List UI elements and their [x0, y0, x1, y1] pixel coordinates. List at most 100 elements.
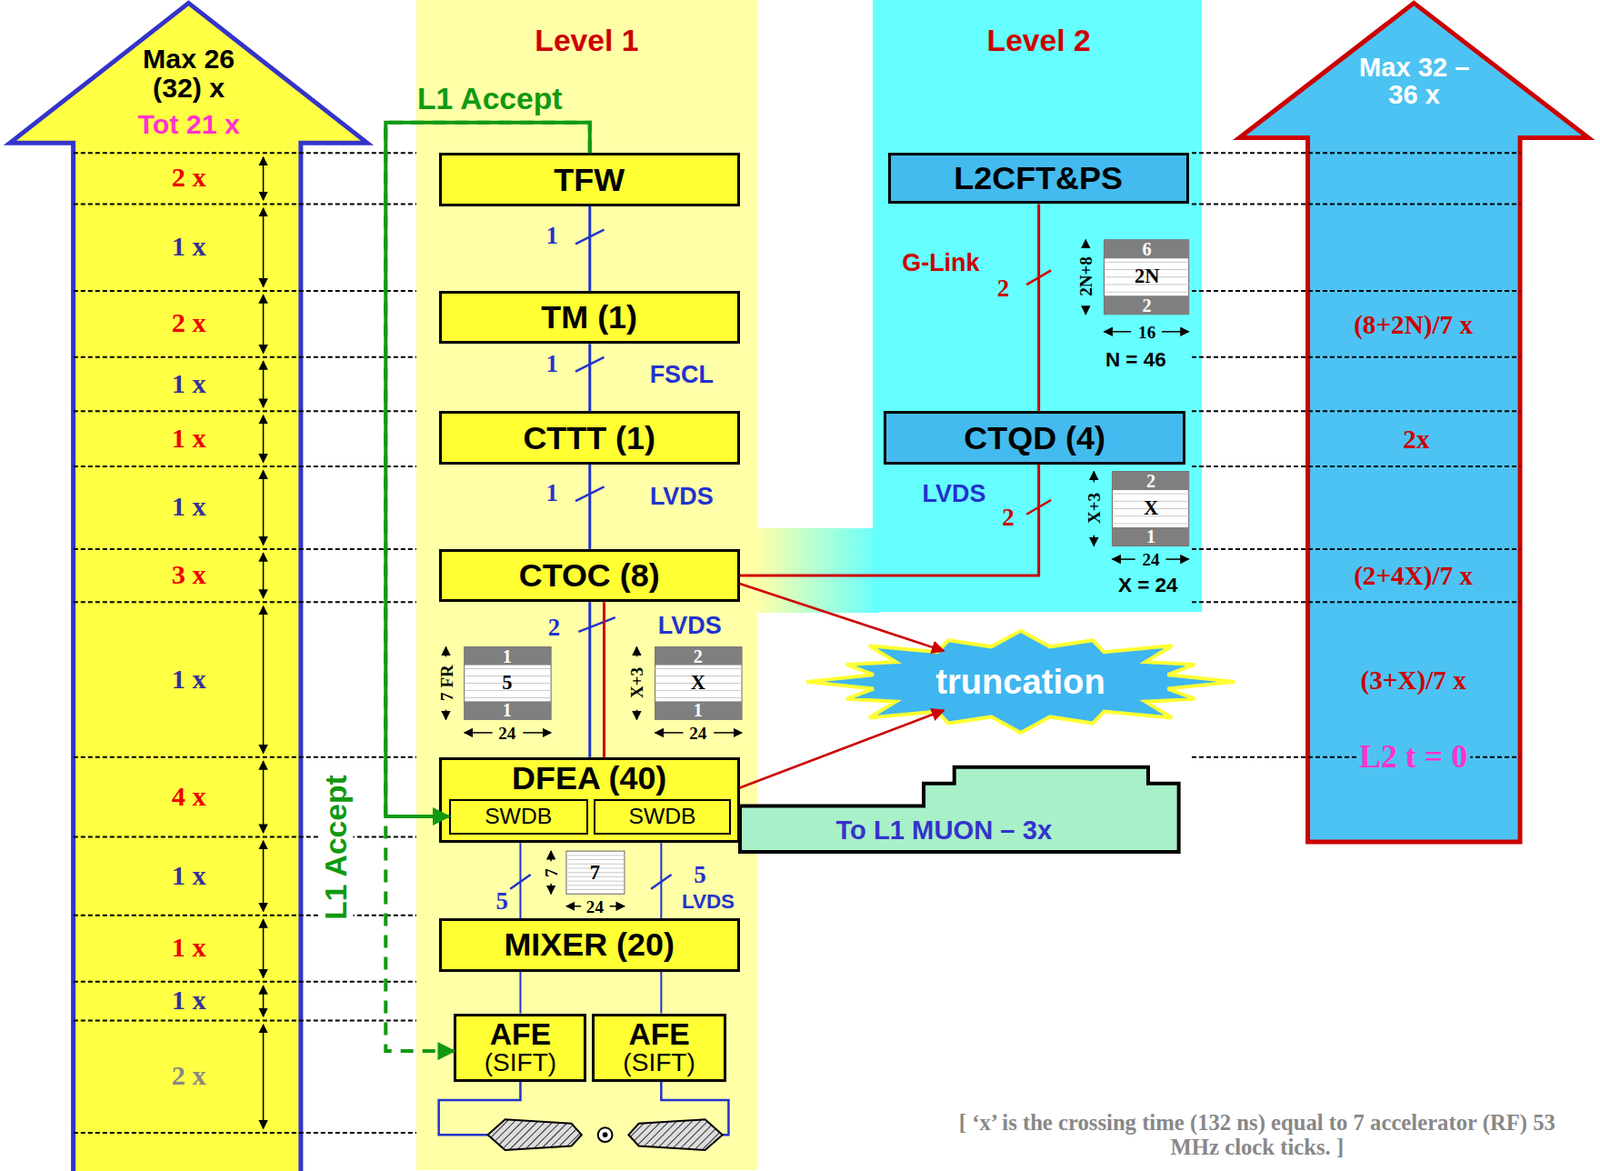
node-title: To L1 MUON – 3x: [835, 815, 1052, 844]
time-line: [1191, 600, 1520, 603]
timing-arrow: Max 32 – 36 x: [1236, 0, 1592, 845]
interval-label: 1 x: [171, 423, 207, 454]
time-line: [1191, 202, 1520, 205]
process-box: TM (1): [439, 290, 740, 344]
node-title: AFE: [490, 1019, 551, 1050]
frame-label: 5: [501, 671, 512, 695]
node-title: Max 32 – 36 x: [1348, 53, 1481, 110]
interval-label: 4 x: [171, 781, 207, 812]
node-title: Level 2: [987, 24, 1091, 57]
dimension-line: [713, 731, 742, 734]
time-line: [1191, 465, 1520, 468]
beam-pipe: [598, 1127, 613, 1142]
bus-label: 1: [546, 480, 559, 508]
latency-label: (3+X)/7 x: [1360, 665, 1466, 695]
interval-arrow: [262, 760, 265, 833]
dimension-line: [610, 905, 625, 908]
node-title: L2CFT&PS: [953, 161, 1123, 195]
frame-label: 2: [1146, 470, 1156, 491]
dimension-line: [464, 731, 493, 734]
node-title: TM (1): [540, 300, 638, 334]
interval-arrow: [262, 919, 265, 978]
node-title: CTOC (8): [519, 559, 660, 592]
time-line: [73, 980, 417, 983]
node-title: TFW: [553, 163, 625, 197]
dimension-label: 24: [498, 722, 516, 742]
footnote: [ ‘x’ is the crossing time (132 ns) equa…: [950, 1110, 1563, 1160]
connector: [519, 971, 521, 1014]
bus-label: 5: [496, 888, 509, 916]
node-subtitle: Tot 21 x: [138, 110, 240, 140]
dimension-label: 7: [541, 868, 561, 878]
connector: [740, 583, 945, 651]
burst-shape: [806, 630, 1235, 733]
dimension-line: [1093, 471, 1096, 483]
process-box: DFEA (40)SWDBSWDB: [439, 757, 740, 843]
dimension-line: [522, 731, 551, 734]
bus-label: 2: [548, 615, 560, 643]
level-panel: Level 1TFWTM (1)CTTT (1)CTOC (8)DFEA (40…: [416, 0, 758, 1170]
frame-label: 2: [1142, 295, 1152, 316]
frame-label: X: [1143, 497, 1159, 520]
interval-arrow: [262, 985, 265, 1017]
connector: [740, 710, 945, 788]
bus-label: N = 46: [1105, 349, 1167, 372]
bus-label: LVDS: [650, 483, 714, 511]
frame-label: 1: [502, 700, 512, 720]
process-box: TFW: [439, 152, 740, 206]
timing-arrow-shape: [1240, 2, 1590, 842]
latency-label: L2 t = 0: [1356, 739, 1470, 776]
interval-label: 1 x: [171, 232, 207, 263]
interval-label: 1 x: [171, 369, 207, 400]
dimension-line: [636, 647, 639, 658]
frame-icon: [566, 850, 625, 894]
beam-pipe: [602, 1131, 609, 1138]
time-line: [73, 356, 417, 359]
dimension-line: [1093, 535, 1096, 547]
dimension-line: [636, 710, 639, 720]
dimension-line: [1161, 330, 1190, 333]
bus-label: FSCL: [650, 361, 714, 390]
connector: [588, 343, 591, 411]
time-line: [73, 1131, 417, 1134]
interval-arrow: [262, 208, 265, 287]
connector: [588, 464, 591, 550]
frame-label: 2: [693, 646, 703, 667]
node-title: MIXER (20): [503, 928, 675, 961]
timing-arrow-shape: [10, 2, 368, 1171]
time-line: [73, 1019, 417, 1021]
dimension-line: [445, 647, 448, 658]
dimension-label: X+3: [1084, 492, 1104, 524]
interval-arrow: [262, 470, 265, 545]
frame-label: 1: [502, 646, 512, 667]
frame-label: 7: [590, 860, 600, 884]
time-line: [73, 914, 417, 917]
frontend-box: AFE(SIFT): [591, 1013, 727, 1082]
process-box: CTQD (4): [883, 410, 1186, 464]
signal-label: L1 Accept: [320, 771, 354, 923]
fibre-bundle: [488, 1119, 582, 1150]
dimension-line: [655, 731, 684, 734]
connector: [1037, 203, 1040, 411]
interval-label: 3 x: [171, 560, 207, 590]
interval-arrow: [262, 840, 265, 911]
node-subtitle: (SIFT): [622, 1050, 695, 1076]
dimension-label: 24: [586, 896, 604, 916]
output-arrow-shape: [740, 767, 1180, 852]
interval-label: 1 x: [171, 985, 207, 1016]
bus-label: 2: [1001, 504, 1014, 532]
node-title: CTQD (4): [963, 421, 1106, 455]
connector: [740, 464, 1040, 576]
dimension-label: 7 FR: [436, 664, 456, 701]
connector: [385, 122, 590, 817]
connector: [602, 601, 606, 758]
dimension-line: [1111, 558, 1135, 560]
time-line: [73, 465, 417, 468]
connector: [660, 971, 662, 1014]
interval-label: 2 x: [171, 309, 207, 340]
frame-label: 1: [1146, 526, 1156, 547]
interval-arrow: [262, 415, 265, 463]
node-title: AFE: [628, 1019, 690, 1050]
node-title: DFEA (40): [511, 761, 667, 795]
